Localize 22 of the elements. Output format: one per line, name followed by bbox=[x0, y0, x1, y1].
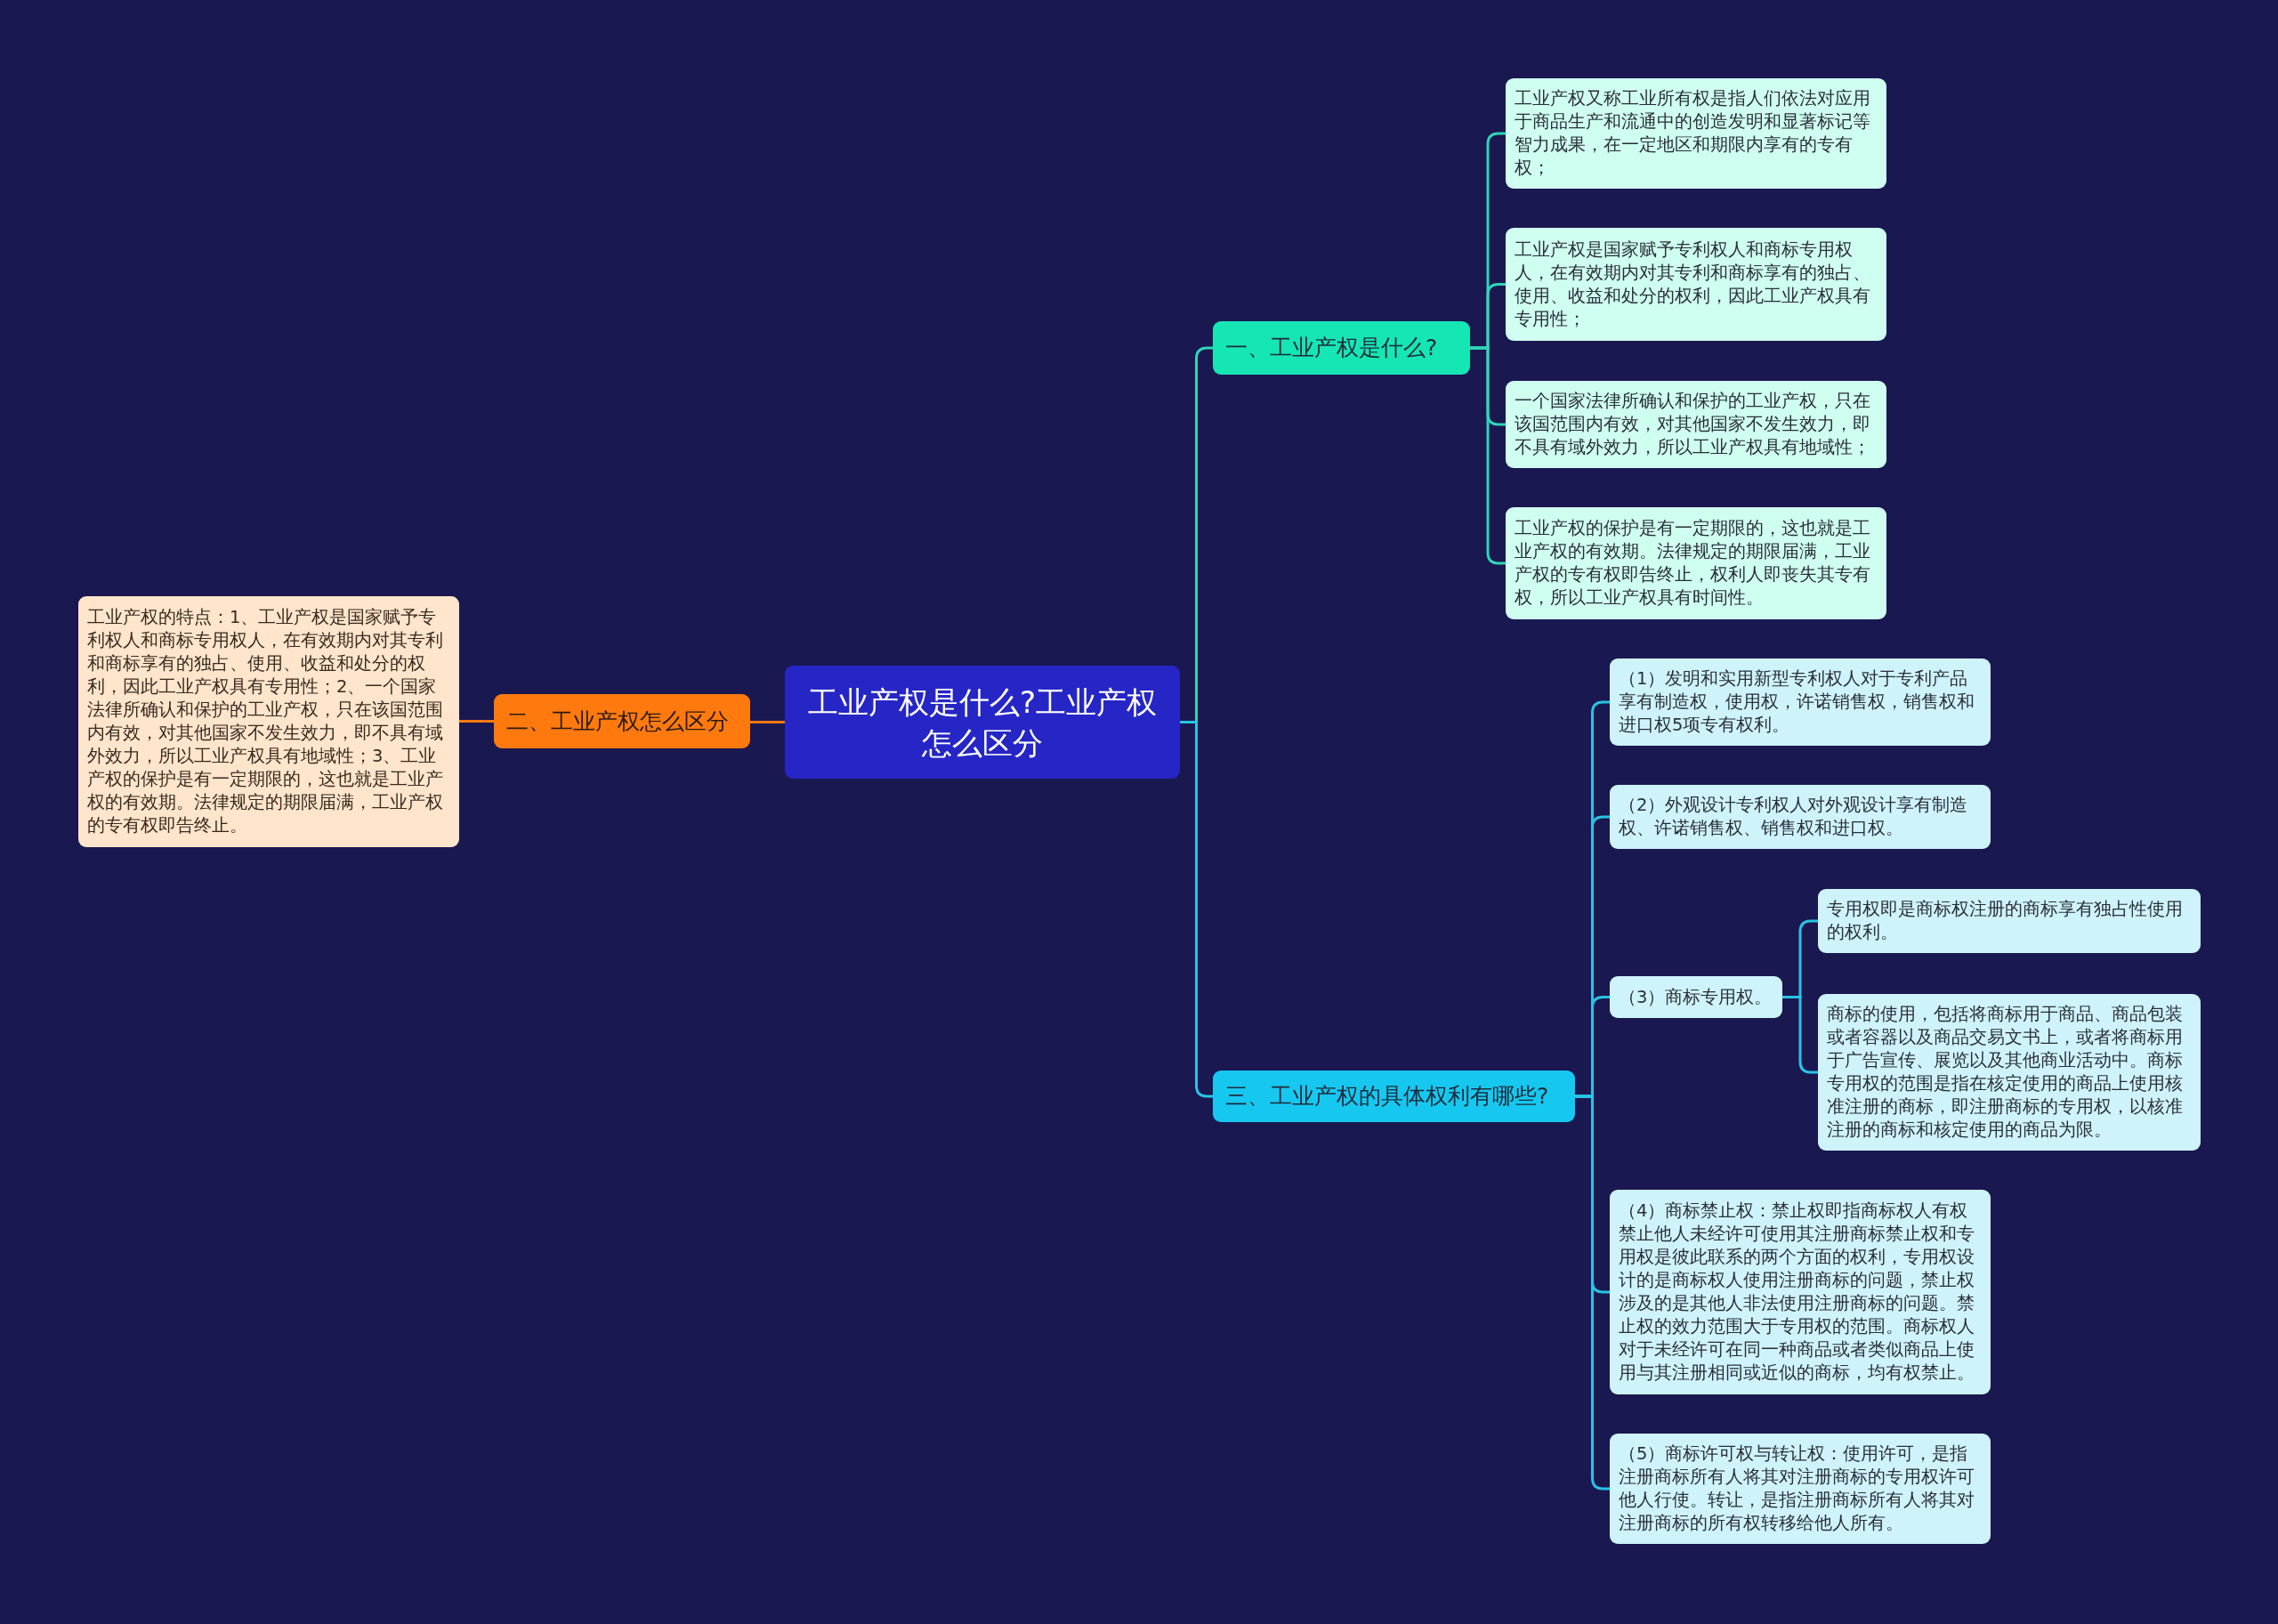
connector-line bbox=[1575, 1095, 1610, 1491]
topic-box: 一、工业产权是什么? bbox=[1213, 321, 1470, 375]
text-box: 工业产权的特点：1、工业产权是国家赋予专利权人和商标专用权人，在有效期内对其专利和商标享有的独占、使用、收益和处分的权利，因此工业产权具有专用性；2、一个国家法律所确认和保护的工业产权，只在该国范围内有效，对其他国家不发生效力，即不具有域外效力，所以工业产权具有地域性；3、工业产权的保护是有一定期限的，这也就是工业产权的有效期。法律规定的期限届满，工业产权的专有权即告终止。 bbox=[78, 596, 459, 847]
text-box: 工业产权是国家赋予专利权人和商标专用权人，在有效期内对其专利和商标享有的独占、使用、收益和处分的权利，因此工业产权具有专用性； bbox=[1506, 228, 1886, 341]
text-box: 工业产权又称工业所有权是指人们依法对应用于商品生产和流通中的创造发明和显著标记等智力成果，在一定地区和期限内享有的专有权； bbox=[1506, 78, 1886, 189]
connector-line bbox=[750, 721, 785, 723]
text-box: 商标的使用，包括将商标用于商品、商品包装或者容器以及商品交易文书上，或者将商标用于广告宣传、展览以及其他商业活动中。商标专用权的范围是指在核定使用的商品上使用核准注册的商标，即注册商标的专用权，以核准注册的商标和核定使用的商品为限。 bbox=[1818, 994, 2201, 1151]
text-box: （1）发明和实用新型专利权人对于专利产品享有制造权，使用权，许诺销售权，销售权和进口权5项专有权利。 bbox=[1610, 658, 1991, 746]
connector-line bbox=[1470, 346, 1506, 565]
text-box: 工业产权的保护是有一定期限的，这也就是工业产权的有效期。法律规定的期限届满，工业产权的专有权即告终止，权利人即丧失其专有权，所以工业产权具有时间性。 bbox=[1506, 507, 1886, 619]
text-box: 一个国家法律所确认和保护的工业产权，只在该国范围内有效，对其他国家不发生效力，即不具有域外效力，所以工业产权具有地域性； bbox=[1506, 381, 1886, 468]
connector-line bbox=[459, 720, 494, 723]
connector-line bbox=[1782, 996, 1818, 1074]
topic-box: 三、工业产权的具体权利有哪些? bbox=[1213, 1071, 1575, 1122]
central-topic-box: 工业产权是什么?工业产权怎么区分 bbox=[785, 666, 1180, 779]
text-box: （3）商标专用权。 bbox=[1610, 976, 1782, 1018]
text-box: 专用权即是商标权注册的商标享有独占性使用的权利。 bbox=[1818, 889, 2201, 953]
text-box: （4）商标禁止权：禁止权即指商标权人有权禁止他人未经许可使用其注册商标禁止权和专用权是彼此联系的两个方面的权利，专用权设计的是商标权人使用注册商标的问题，禁止权涉及的是其他人非法使用注册商标的问题。禁止权的效力范围大于专用权的范围。商标权人对于未经许可在同一种商品或者类似商品上使用与其注册相同或近似的商标，均有权禁止。 bbox=[1610, 1190, 1991, 1394]
topic-box: 二、工业产权怎么区分 bbox=[494, 694, 750, 748]
text-box: （5）商标许可权与转让权：使用许可，是指注册商标所有人将其对注册商标的专用权许可他人行使。转让，是指注册商标所有人将其对注册商标的所有权转移给他人所有。 bbox=[1610, 1434, 1991, 1544]
connector-line bbox=[1180, 721, 1213, 1098]
text-box: （2）外观设计专利权人对外观设计享有制造权、许诺销售权、销售权和进口权。 bbox=[1610, 785, 1991, 849]
